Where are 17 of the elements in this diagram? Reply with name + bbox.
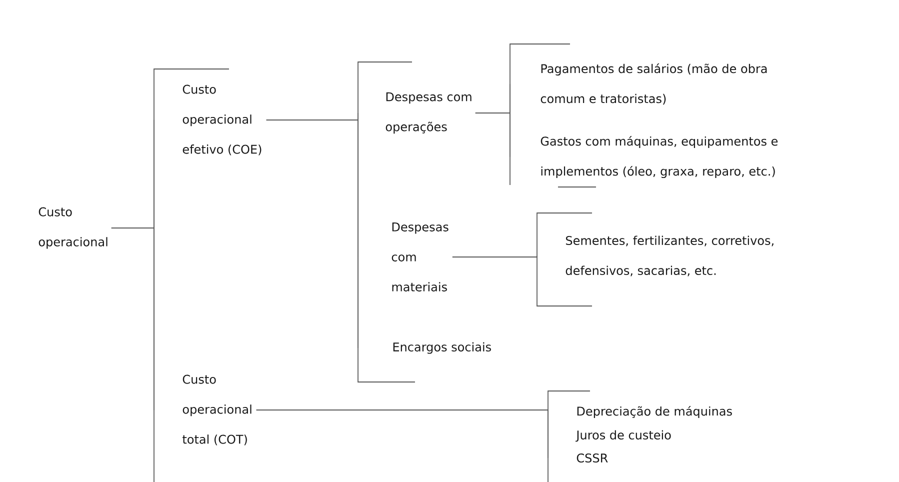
text-label: Custo operacional total (COT) xyxy=(182,374,252,446)
text-label: Juros de custeio xyxy=(576,430,671,442)
connector-line xyxy=(474,112,510,158)
text-label: Pagamentos de salários (mão de obra comum e tratoristas) xyxy=(540,63,767,105)
text-label: Despesas com materiais xyxy=(392,222,448,292)
text-label: CSSR xyxy=(576,453,608,463)
text-label: Encargos sociais xyxy=(393,342,491,354)
connector-line xyxy=(256,410,548,458)
text-label: Gastos com máquinas, equipamentos e implementos (óleo, graxa, reparo, etc.) xyxy=(540,136,778,178)
text-label: Sementes, fertilizantes, corretivos, defensivos, sacarias, etc. xyxy=(566,236,774,276)
text-label: Depreciação de máquinas xyxy=(577,406,732,418)
connector-line xyxy=(452,256,538,258)
text-label: Custo operacional efetivo (COE) xyxy=(182,84,262,156)
text-label: Despesas com operações xyxy=(386,92,472,134)
connector-line xyxy=(110,228,154,410)
text-label: Custo operacional xyxy=(38,207,108,249)
connector-line xyxy=(266,120,358,348)
